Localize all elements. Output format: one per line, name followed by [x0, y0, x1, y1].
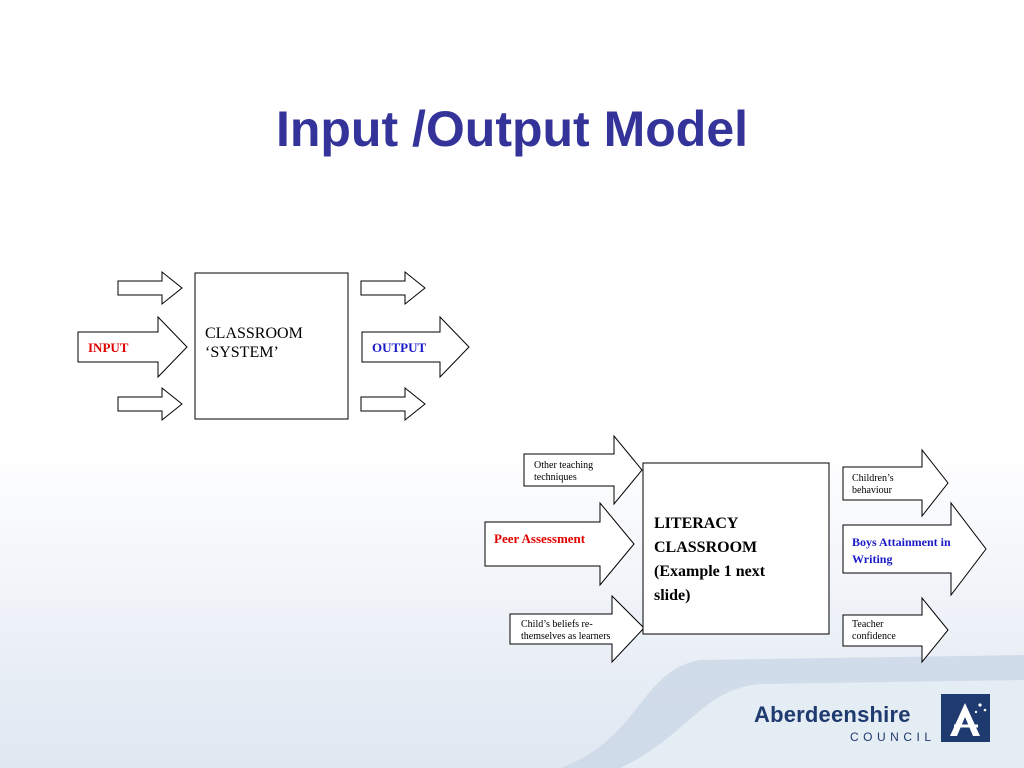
input-arrow-other-techniques — [523, 434, 643, 506]
classroom-system-box — [194, 272, 349, 420]
other-techniques-label: Other teaching techniques — [534, 460, 594, 483]
classroom-system-label: CLASSROOM ‘SYSTEM’ — [205, 324, 303, 362]
classroom-system-line1: CLASSROOM — [205, 325, 303, 342]
input-label: INPUT — [88, 340, 129, 355]
output-arrow-top — [360, 270, 426, 306]
output-arrow-main — [361, 315, 470, 379]
literacy-line1: LITERACY — [654, 515, 739, 532]
childrens-behaviour-label: Children’s behaviour — [852, 473, 894, 496]
literacy-line4: slide) — [654, 587, 691, 604]
boys-attainment-label: Boys Attainment in Writing — [852, 535, 951, 566]
input-arrow-bottom — [117, 386, 183, 422]
output-arrow-boys-attainment — [842, 501, 987, 597]
childs-beliefs-label: Child’s beliefs re- themselves as learne… — [521, 619, 611, 642]
input-arrow-main — [77, 315, 188, 379]
output-arrow-childrens-behaviour — [842, 448, 949, 518]
classroom-system-line2: ‘SYSTEM’ — [205, 344, 279, 362]
literacy-line3: (Example 1 next — [654, 563, 766, 580]
input-arrow-childs-beliefs — [509, 594, 645, 664]
input-arrow-top — [117, 270, 183, 306]
background-swoosh-light — [620, 680, 1024, 768]
logo-name: Aberdeenshire — [754, 702, 911, 727]
literacy-classroom-label: LITERACY CLASSROOM (Example 1 next slide… — [654, 512, 765, 608]
aberdeenshire-logo-emblem — [941, 694, 990, 742]
output-arrow-bottom — [360, 386, 426, 422]
input-arrow-peer-assessment — [484, 501, 635, 587]
peer-assessment-label: Peer Assessment — [494, 531, 586, 546]
teacher-confidence-label: Teacher confidence — [852, 619, 896, 642]
slide-title: Input /Output Model — [275, 101, 749, 157]
output-arrow-teacher-confidence — [842, 596, 949, 664]
literacy-classroom-box — [642, 462, 830, 635]
output-label: OUTPUT — [372, 340, 427, 355]
logo-sub: COUNCIL — [850, 730, 936, 744]
literacy-line2: CLASSROOM — [654, 539, 758, 556]
